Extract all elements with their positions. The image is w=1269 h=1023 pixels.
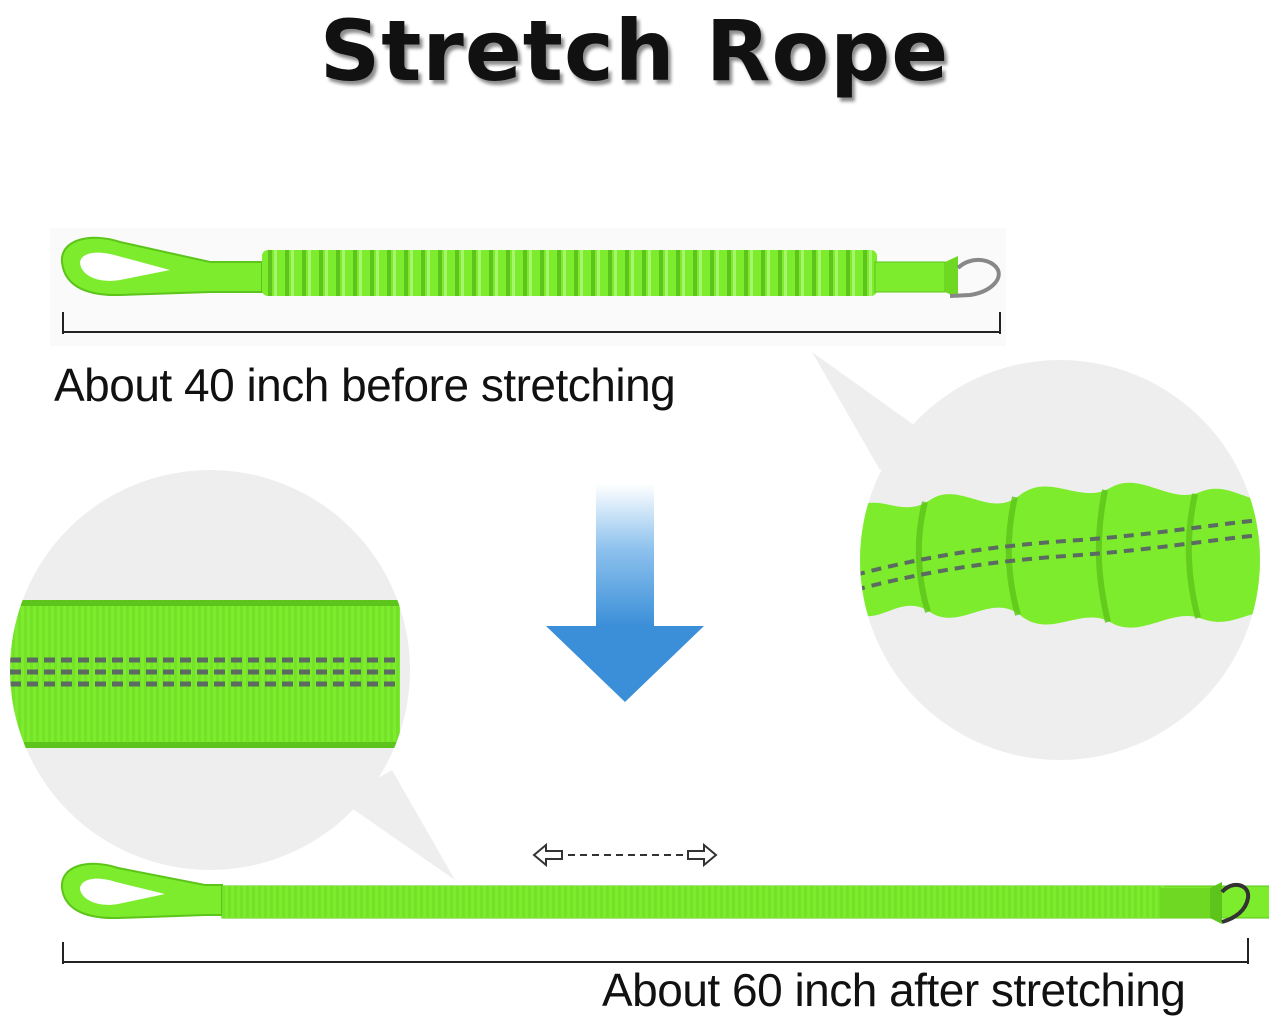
caption-before-stretching: About 40 inch before stretching <box>54 359 676 411</box>
coil-detail-zoom <box>860 360 1260 760</box>
arrow-down-icon <box>546 484 704 702</box>
top-rope <box>60 236 1001 298</box>
caption-after-stretching: About 60 inch after stretching <box>602 964 1186 1016</box>
top-measure-bracket <box>62 312 1001 334</box>
bottom-measure-bracket <box>62 938 1249 964</box>
double-arrow-icon <box>532 842 718 868</box>
bottom-rope <box>60 862 1269 924</box>
left-bubble-pointer <box>340 770 455 880</box>
page-title: Stretch Rope <box>319 2 950 100</box>
webbing-detail-zoom <box>10 470 410 870</box>
